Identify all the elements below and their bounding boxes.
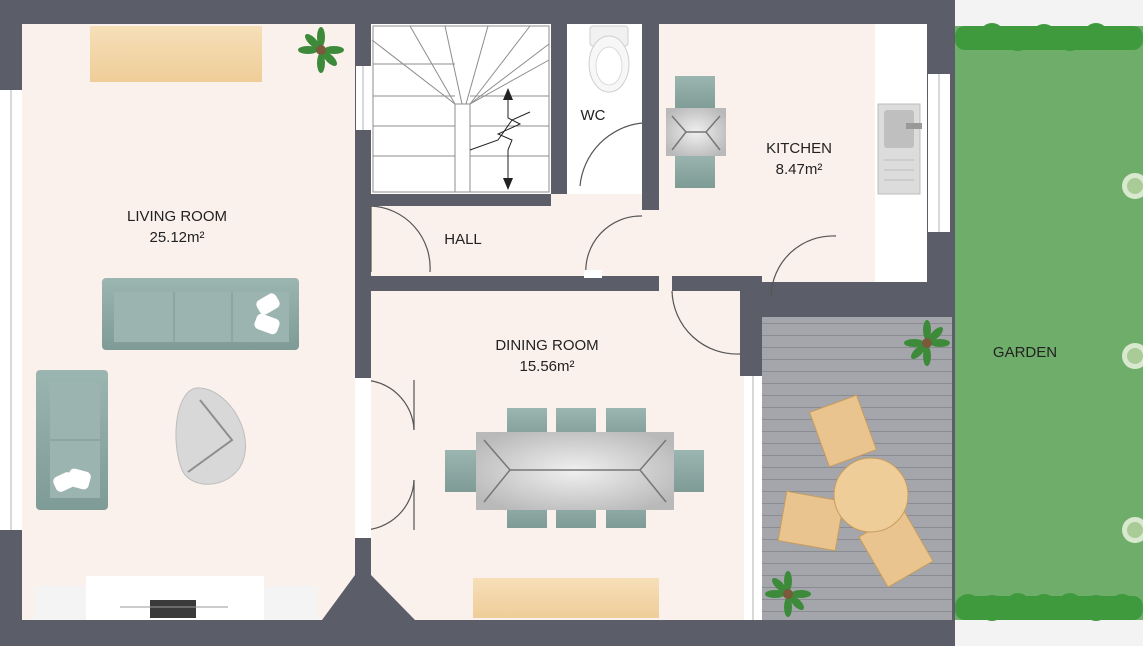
toilet-icon <box>588 25 630 93</box>
hedge-top <box>955 23 1143 51</box>
dining-table <box>445 408 704 528</box>
living-sofa <box>102 278 299 350</box>
garden <box>955 0 1143 646</box>
dining-room-area: 15.56m² <box>519 358 574 375</box>
terrace-table <box>777 394 934 588</box>
dining-room-label: DINING ROOM <box>495 337 598 354</box>
window-lines <box>10 66 940 620</box>
living-sideboard <box>90 26 262 82</box>
stair-arrow-icon <box>503 178 513 190</box>
dining-sideboard <box>473 578 659 618</box>
hedge-bottom <box>955 593 1143 621</box>
sink-icon <box>877 103 922 195</box>
garden-shrub-icon <box>1122 173 1143 543</box>
stair-arrow-icon <box>503 88 513 100</box>
plant-icon <box>298 27 950 617</box>
tv-unit <box>34 576 318 620</box>
doors <box>361 122 837 531</box>
wc-label: WC <box>581 107 606 124</box>
garden-label: GARDEN <box>993 344 1057 361</box>
staircase <box>371 25 550 193</box>
kitchen-label: KITCHEN <box>766 140 832 157</box>
kitchen-area: 8.47m² <box>776 161 823 178</box>
door-leaves <box>355 270 602 538</box>
hall-floor <box>371 194 659 276</box>
stair-floor <box>371 24 551 194</box>
coffee-table <box>175 387 247 485</box>
room-labels: LIVING ROOM 25.12m² HALL WC KITCHEN 8.47… <box>127 107 1057 375</box>
hall-label: HALL <box>444 231 482 248</box>
living-armchair-sofa <box>36 370 108 510</box>
living-room-area: 25.12m² <box>149 229 204 246</box>
kitchen-table <box>666 76 726 188</box>
living-room-label: LIVING ROOM <box>127 208 227 225</box>
